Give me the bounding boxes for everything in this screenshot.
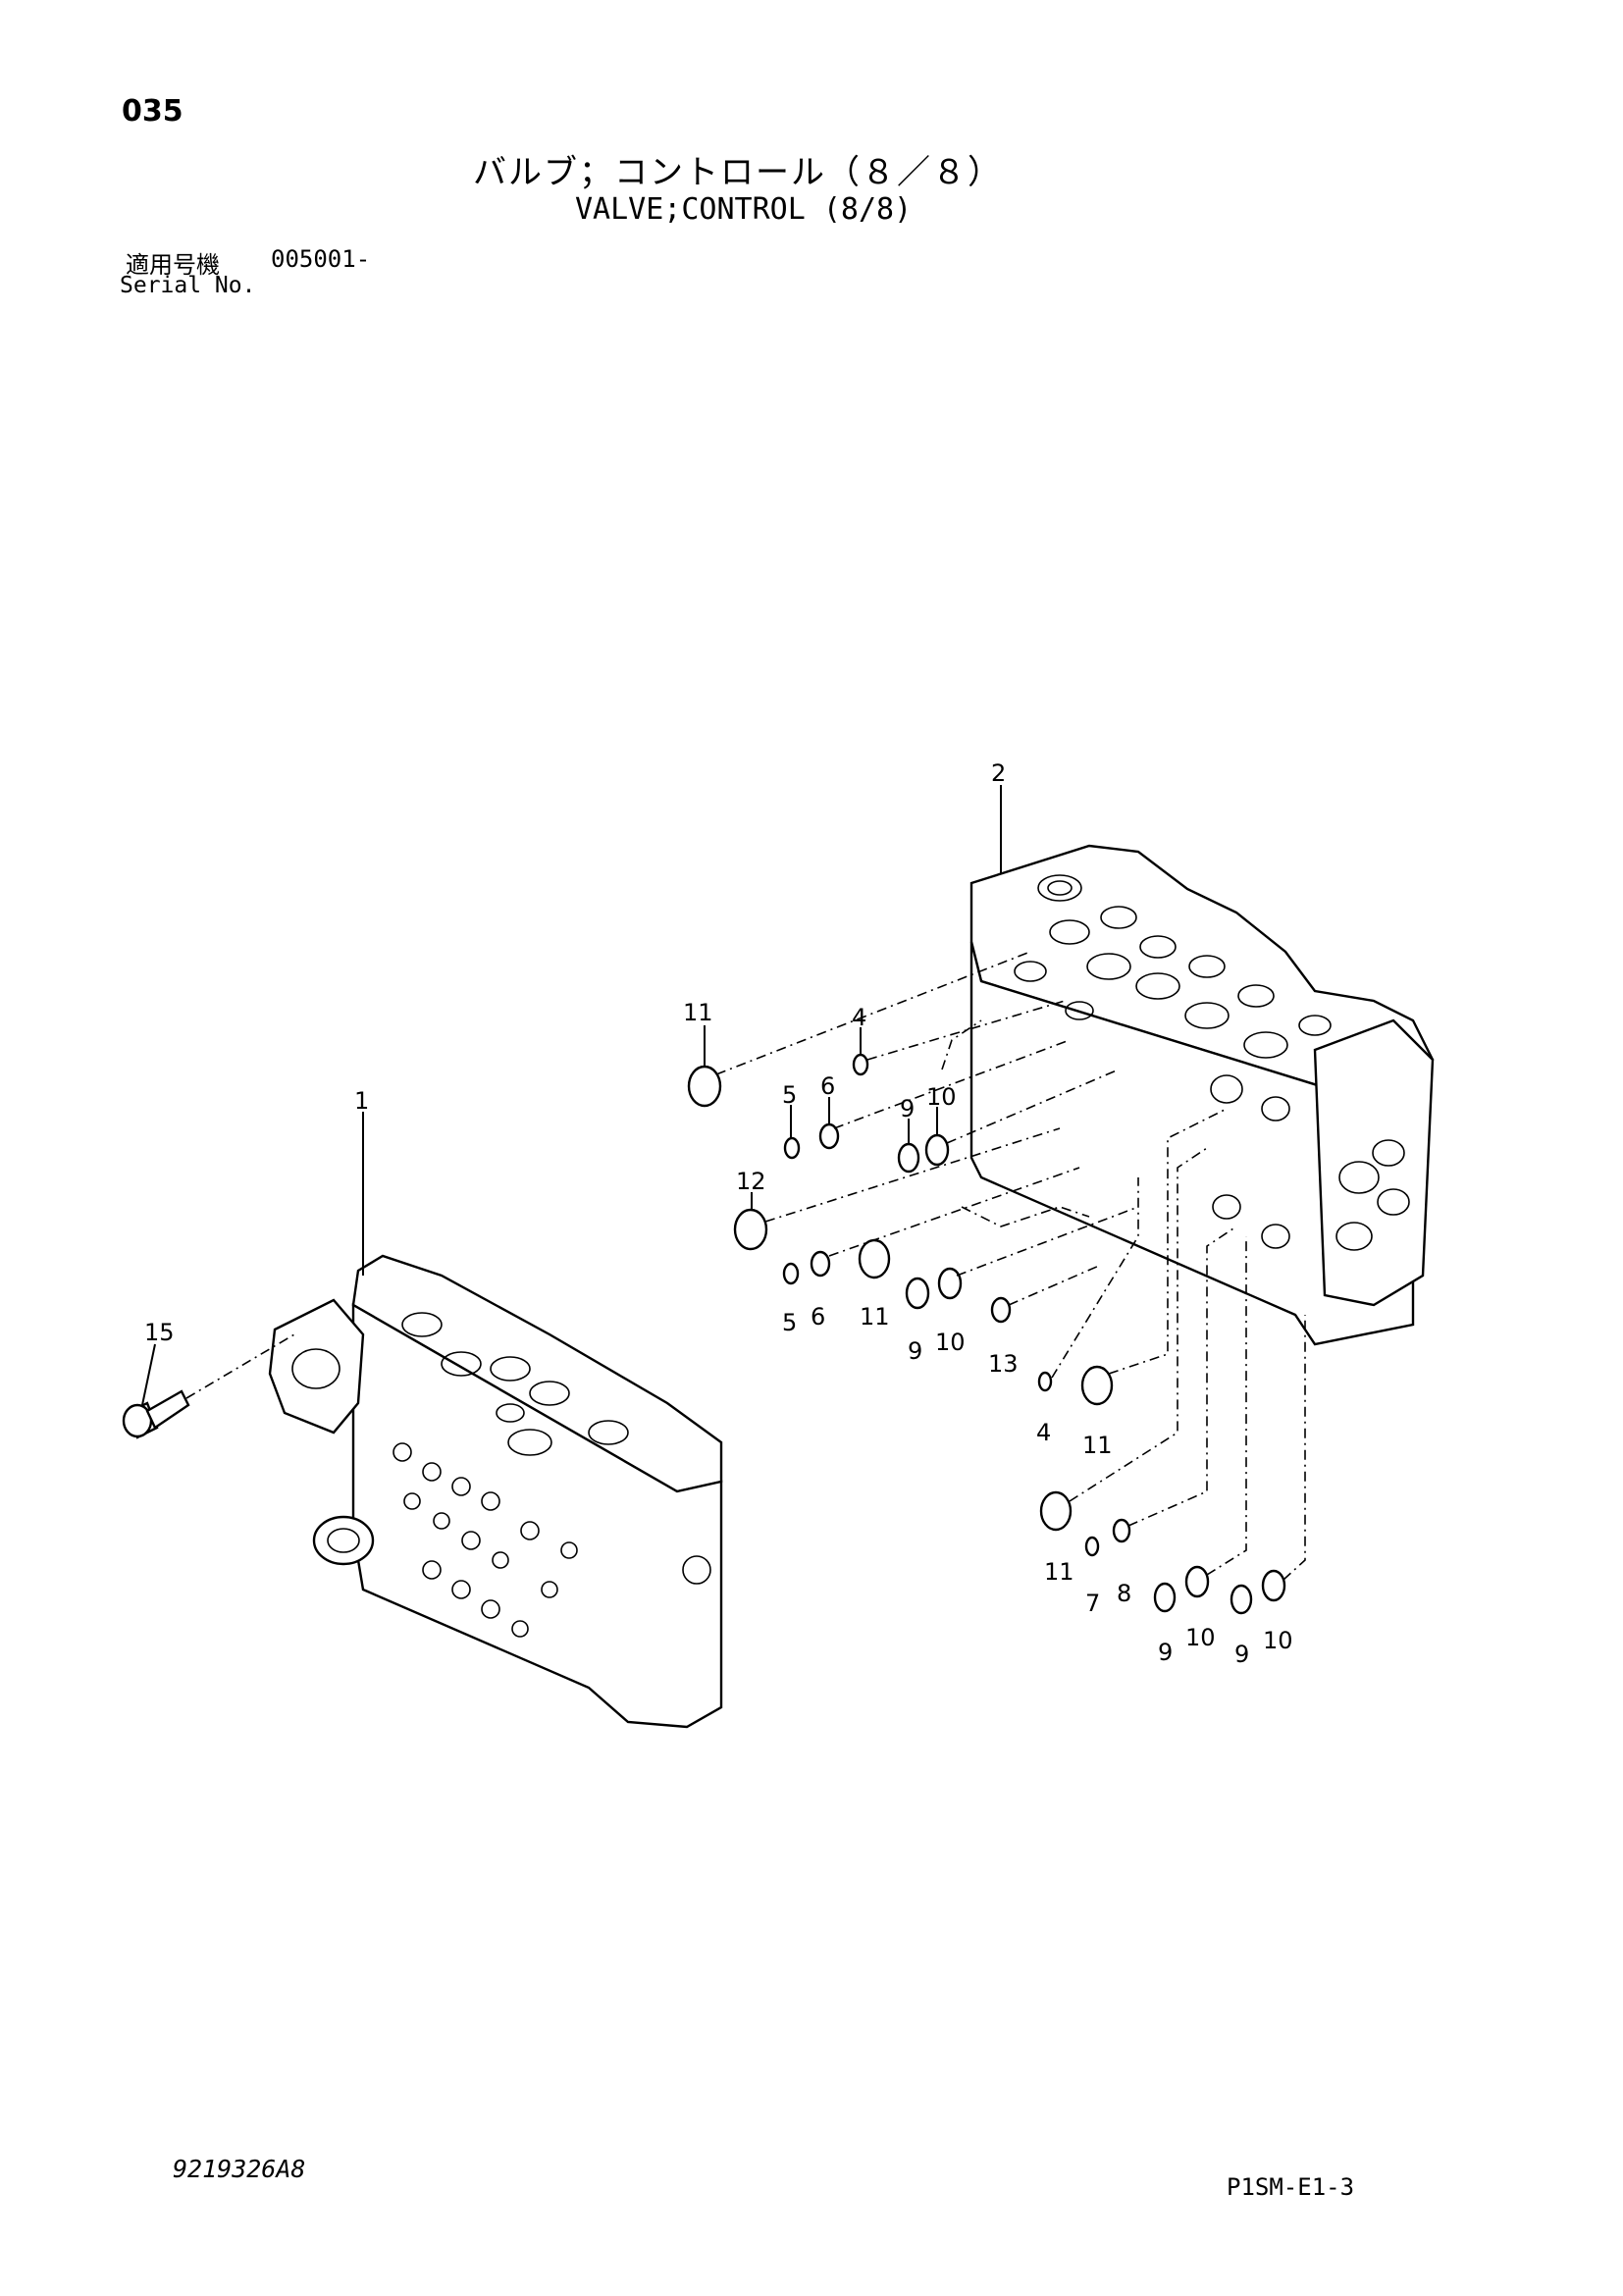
callout-9-lower-right: 9 [1234, 1641, 1249, 1668]
page-code: P1SM-E1-3 [1227, 2173, 1355, 2201]
callout-11-upper: 11 [683, 999, 713, 1026]
serial-label-english: Serial No. [120, 273, 256, 298]
bolt-part-15 [122, 1333, 295, 1439]
callout-6-upper: 6 [820, 1072, 835, 1100]
valve-body-part-2 [969, 844, 1435, 1346]
callout-10-mid: 10 [935, 1329, 966, 1356]
callout-10-lower-right: 10 [1263, 1627, 1293, 1654]
serial-label-japanese: 適用号機 [126, 251, 220, 279]
seal-rings [687, 1053, 1286, 1615]
callout-4-lower: 4 [1036, 1419, 1051, 1446]
callout-9-upper: 9 [900, 1095, 915, 1122]
serial-number: 005001- [271, 245, 371, 273]
callout-1: 1 [354, 1087, 369, 1115]
callout-11-mid: 11 [860, 1303, 890, 1331]
leader-lines [141, 785, 1002, 1406]
title-japanese: バルブ；コントロール（８／８） [473, 153, 1003, 192]
drawing-number: 9219326A8 [173, 2155, 306, 2183]
callout-11-lower: 11 [1044, 1558, 1074, 1586]
callout-4-upper: 4 [852, 1004, 866, 1031]
callout-labels: 2 1 11 4 6 5 10 9 12 5 6 11 9 10 13 4 11… [144, 759, 1293, 1668]
callout-11-right: 11 [1082, 1432, 1113, 1459]
callout-9-lower-left: 9 [1158, 1639, 1173, 1666]
callout-10-lower-left: 10 [1185, 1624, 1216, 1651]
callout-5-upper: 5 [782, 1081, 797, 1109]
callout-9-mid: 9 [908, 1337, 922, 1365]
assembly-lines [715, 951, 1306, 1581]
callout-15: 15 [144, 1319, 175, 1346]
callout-7: 7 [1085, 1590, 1100, 1617]
callout-8: 8 [1117, 1580, 1131, 1607]
title-english: VALVE;CONTROL (8/8) [575, 192, 913, 227]
callout-2: 2 [991, 759, 1006, 787]
callout-10-upper: 10 [926, 1083, 957, 1111]
callout-12: 12 [736, 1168, 766, 1195]
callout-6-lower: 6 [811, 1303, 825, 1331]
callout-5-lower: 5 [782, 1309, 797, 1336]
valve-body-part-1 [268, 1254, 723, 1729]
callout-13: 13 [988, 1350, 1019, 1378]
page-number: 035 [122, 94, 183, 129]
